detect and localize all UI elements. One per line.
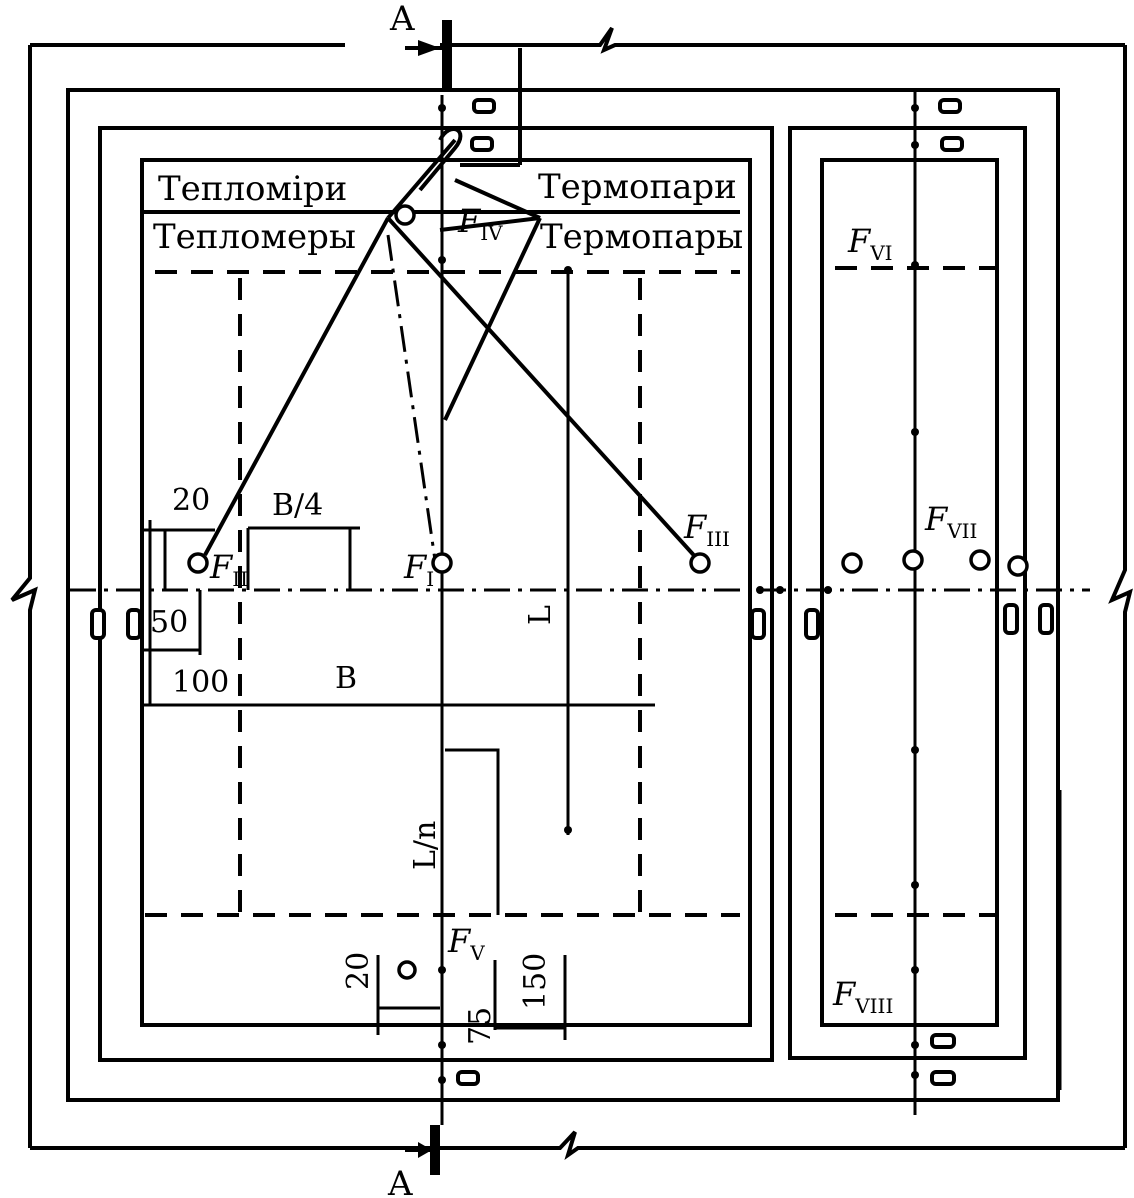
sensor-f1 — [431, 552, 453, 574]
wiring-lines — [203, 127, 702, 564]
dim-20-bottom: 20 — [341, 952, 376, 990]
dim-l: L — [523, 605, 558, 625]
label-f5: FV — [447, 922, 485, 965]
dim-b: B — [335, 661, 357, 696]
label-f8: FVIII — [832, 975, 893, 1018]
dim-b-quarter: B/4 — [272, 488, 323, 523]
section-label-top: A — [389, 0, 415, 39]
top-duct — [460, 48, 522, 167]
sensor-f6-7-left — [841, 552, 863, 574]
sensor-f7 — [902, 549, 924, 571]
dim-150: 150 — [518, 953, 553, 1010]
sensor-f5 — [397, 960, 417, 980]
label-f7: FVII — [924, 500, 977, 543]
axis-dots — [438, 104, 919, 1084]
heat-meters-label-ua: Тепломіри — [158, 169, 347, 209]
label-f3: FIII — [683, 508, 730, 551]
dimension-labels: 20 B/4 50 100 B L L/n 20 75 150 — [150, 483, 558, 1045]
instrument-labels: Тепломіри Тепломеры Термопари Термопары — [153, 167, 743, 257]
heat-meter-junction — [394, 204, 416, 226]
section-label-bottom: A — [387, 1164, 413, 1198]
dim-50: 50 — [150, 605, 188, 640]
section-marker-top: A — [389, 0, 452, 90]
thermocouples-label-ru: Термопары — [540, 217, 743, 257]
dim-100: 100 — [172, 665, 229, 700]
label-f2: FII — [209, 548, 248, 591]
b-quarter-box — [246, 526, 360, 590]
label-f4: FIV — [457, 202, 503, 245]
dim-75: 75 — [463, 1007, 498, 1045]
right-compartment-frames — [788, 126, 1027, 1060]
sensors — [187, 204, 1029, 980]
centre-axes — [70, 92, 1090, 1125]
sensor-f2 — [187, 552, 209, 574]
slots — [90, 98, 1054, 1086]
heat-meters-label-ru: Тепломеры — [153, 217, 356, 257]
sensor-f7-right — [969, 549, 991, 571]
dim-l-over-n: L/n — [408, 821, 443, 870]
sensor-edge-right — [1007, 555, 1029, 577]
thermocouples-label-ua: Термопари — [538, 167, 737, 207]
dimension-lines — [142, 520, 655, 1040]
dim-20-top: 20 — [172, 483, 210, 518]
sensor-labels: FIV FII FI FIII FVI FVII FV FVIII — [209, 202, 977, 1018]
outer-border — [10, 26, 1133, 1160]
section-marker-bottom: A — [387, 1125, 440, 1198]
label-f6: FVI — [847, 222, 893, 265]
label-f1: FI — [403, 548, 434, 591]
sensor-f3 — [689, 552, 711, 574]
